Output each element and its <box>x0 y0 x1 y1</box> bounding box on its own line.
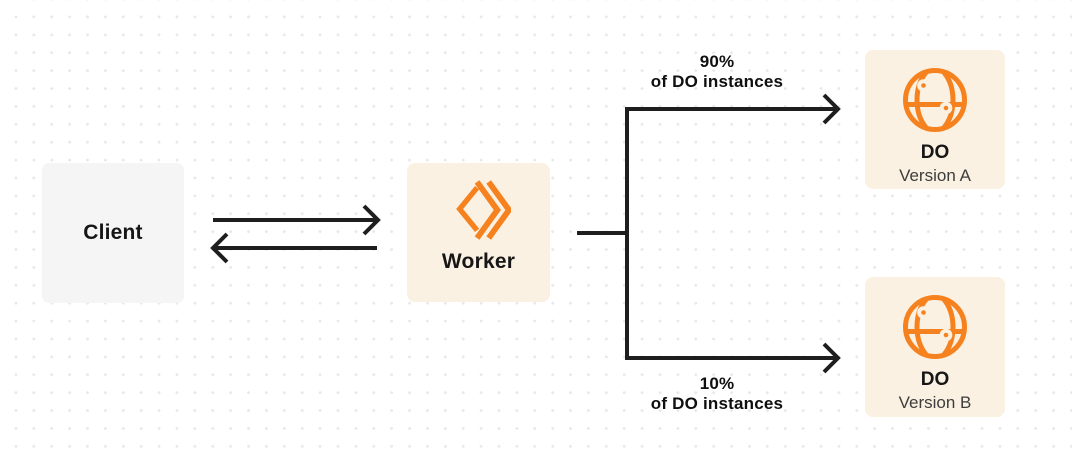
arrowhead-left-icon <box>210 232 229 264</box>
arrowhead-right-icon <box>362 204 381 236</box>
worker-label: Worker <box>441 250 516 273</box>
workers-icon <box>455 180 511 240</box>
node-client: Client <box>42 163 184 303</box>
node-do-version-a: DO Version A <box>865 50 1005 189</box>
arrowhead-do-b-icon <box>822 342 841 374</box>
edge-label-caption: of DO instances <box>650 72 784 91</box>
client-label: Client <box>83 221 143 244</box>
do-b-title: DO <box>920 369 950 390</box>
branch-trunk <box>625 107 836 360</box>
arrow-client-to-worker <box>213 204 381 236</box>
do-a-title: DO <box>920 142 950 163</box>
do-b-subtitle: Version B <box>898 393 972 412</box>
do-a-subtitle: Version A <box>899 166 971 185</box>
edge-label-10-percent: 10% of DO instances <box>622 374 812 414</box>
edge-label-90-percent: 90% of DO instances <box>622 52 812 92</box>
node-do-version-b: DO Version B <box>865 277 1005 417</box>
edge-label-caption: of DO instances <box>650 394 784 413</box>
durable-object-globe-icon <box>903 295 967 359</box>
edge-label-percent: 90% <box>699 52 735 71</box>
arrowhead-do-a-icon <box>822 93 841 125</box>
node-worker: Worker <box>407 163 550 302</box>
edge-label-percent: 10% <box>699 374 735 393</box>
arrow-worker-to-client <box>210 232 377 264</box>
durable-object-globe-icon <box>903 68 967 132</box>
branch-worker-to-do <box>577 93 841 374</box>
